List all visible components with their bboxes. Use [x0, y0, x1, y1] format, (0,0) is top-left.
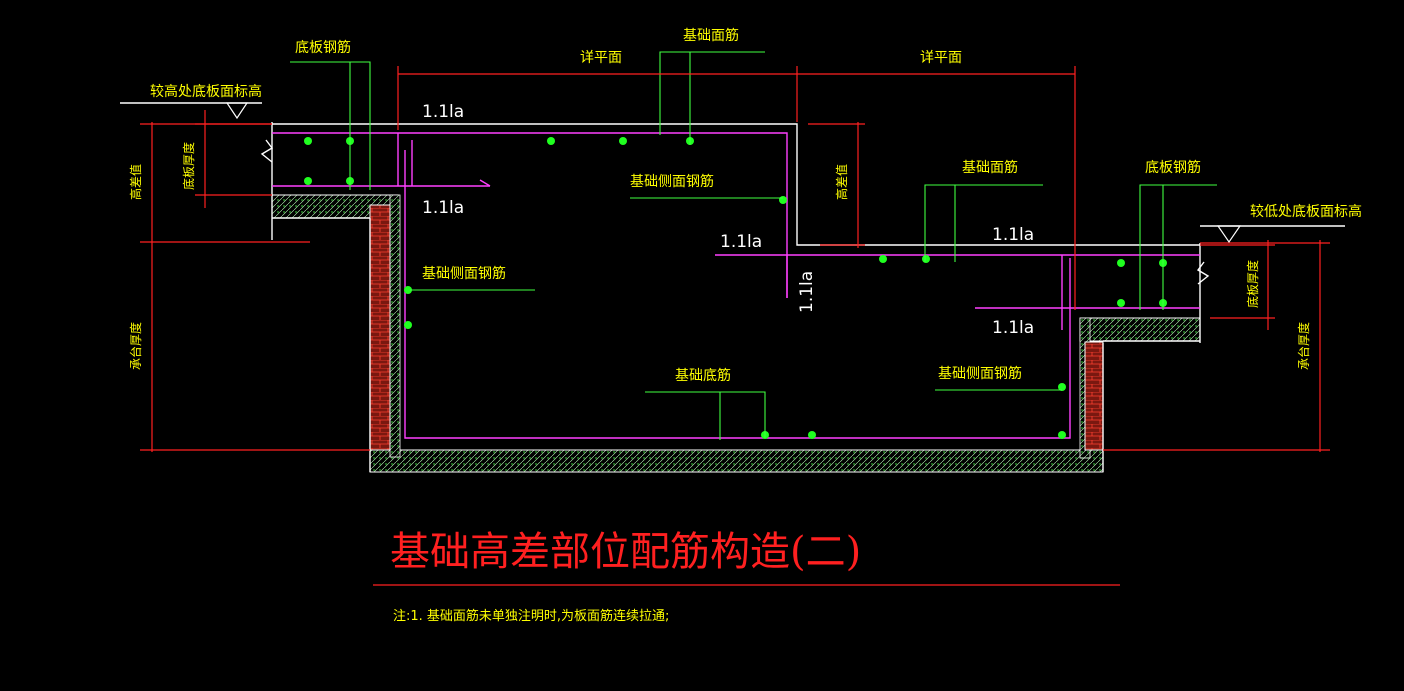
label-height-diff-mid: 高差值 [834, 164, 849, 200]
label-height-diff-left: 高差值 [128, 164, 143, 200]
concrete-outline [260, 122, 1210, 472]
label-side-rebar-1: 基础侧面钢筋 [630, 173, 714, 190]
label-slab-rebar-right: 底板钢筋 [1145, 159, 1201, 176]
label-cap-thickness-left: 承台厚度 [128, 322, 143, 370]
label-foundation-top-rebar-1: 基础面筋 [683, 27, 739, 44]
label-lower-slab-top: 较低处底板面标高 [1250, 203, 1362, 220]
label-anchorage-3: 1.1la [720, 232, 762, 252]
label-slab-thickness-right: 底板厚度 [1245, 260, 1260, 308]
label-side-rebar-3: 基础侧面钢筋 [938, 365, 1022, 382]
label-bottom-rebar: 基础底筋 [675, 367, 731, 384]
label-cap-thickness-right: 承台厚度 [1296, 322, 1311, 370]
label-anchorage-4: 1.1la [992, 225, 1034, 245]
label-slab-rebar-left: 底板钢筋 [295, 39, 351, 56]
label-see-plan-1: 详平面 [580, 50, 622, 66]
label-foundation-top-rebar-2: 基础面筋 [962, 159, 1018, 176]
label-anchorage-6: 1.1la [797, 271, 817, 313]
label-anchorage-2: 1.1la [422, 198, 464, 218]
reinforcement-bars [272, 132, 1200, 439]
label-see-plan-2: 详平面 [920, 50, 962, 66]
label-anchorage-5: 1.1la [992, 318, 1034, 338]
leader-lines [290, 51, 1217, 440]
drawing-title: 基础高差部位配筋构造(二) [390, 529, 861, 575]
rebar-sections [304, 137, 1167, 439]
label-side-rebar-2: 基础侧面钢筋 [422, 265, 506, 282]
label-higher-slab-top: 较高处底板面标高 [150, 83, 262, 100]
drawing-note: 注:1. 基础面筋未单独注明时,为板面筋连续拉通; [393, 608, 669, 624]
label-slab-thickness-left: 底板厚度 [181, 142, 196, 190]
dimension-lines [120, 66, 1345, 586]
label-anchorage-1: 1.1la [422, 102, 464, 122]
